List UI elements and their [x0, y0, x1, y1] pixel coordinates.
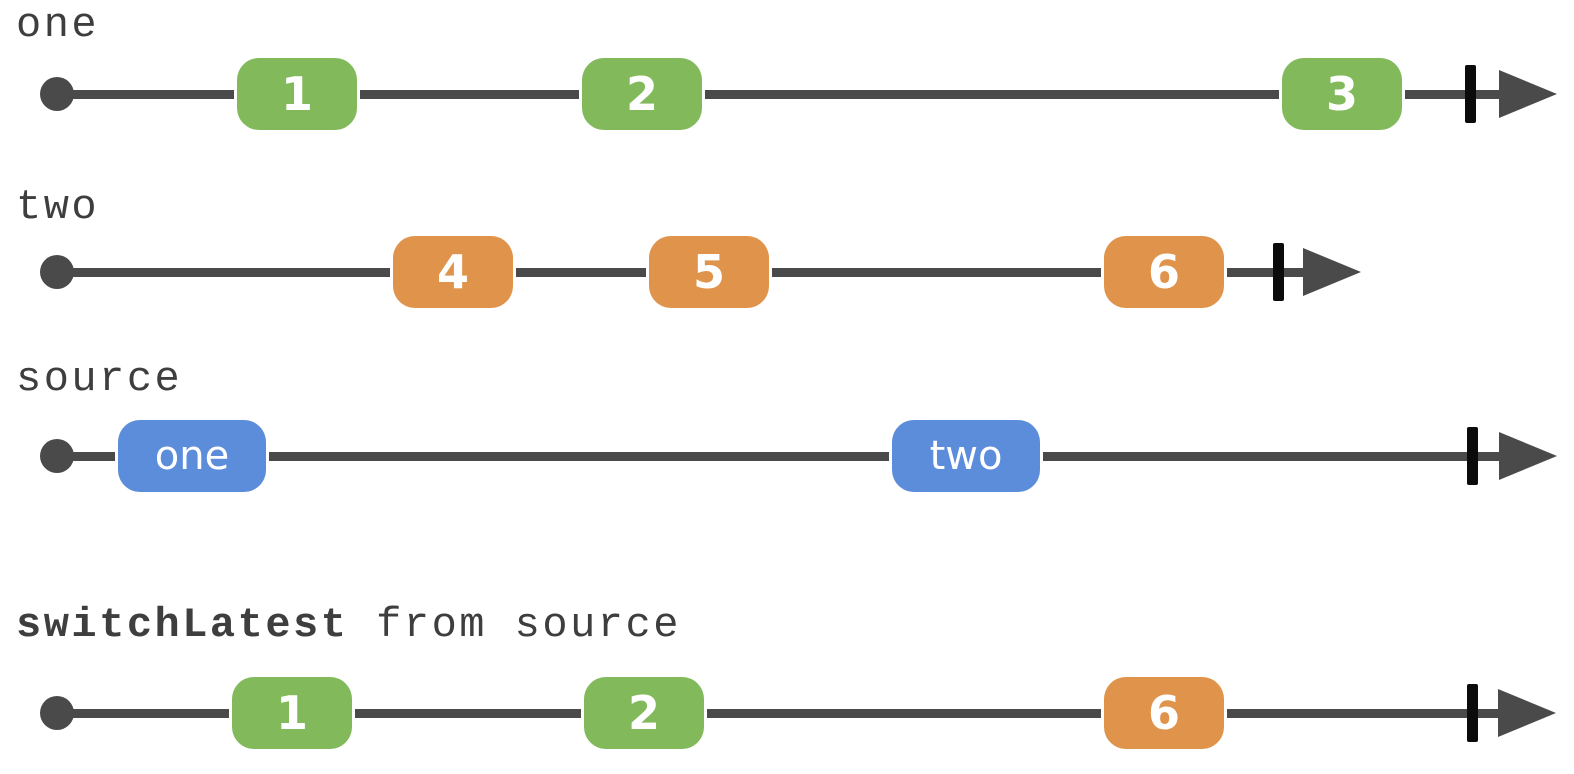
marble-label: 2: [625, 67, 658, 121]
completion-bar-icon: [1467, 427, 1478, 485]
marble-4[interactable]: 4: [393, 236, 513, 308]
marble-label: 6: [1147, 686, 1180, 740]
arrowhead-icon: [1303, 248, 1361, 296]
completion-bar-icon: [1465, 65, 1476, 123]
marble-label: 1: [275, 686, 308, 740]
stream-label-text: two: [16, 183, 100, 231]
marble-label: two: [929, 433, 1003, 479]
stream-label-text: one: [16, 1, 100, 49]
marble-3[interactable]: 3: [1282, 58, 1402, 130]
marble-label: 2: [627, 686, 660, 740]
stream-label-operator: switchLatest: [16, 601, 349, 649]
marble-2[interactable]: 2: [582, 58, 702, 130]
marble-label: 1: [280, 67, 313, 121]
stream-label-switchLatest-output: switchLatest from source: [16, 602, 681, 648]
start-dot-icon: [40, 696, 74, 730]
timeline-line: [57, 90, 1505, 99]
stream-label-source: source: [16, 356, 182, 402]
timeline-line: [57, 452, 1508, 461]
stream-label-one: one: [16, 2, 99, 48]
stream-label-text: source: [16, 355, 183, 403]
stream-label-text: from source: [348, 601, 681, 649]
marble-6: 6: [1104, 677, 1224, 749]
marble-label: 5: [692, 245, 725, 299]
marble-5[interactable]: 5: [649, 236, 769, 308]
marble-one[interactable]: one: [118, 420, 266, 492]
start-dot-icon: [40, 77, 74, 111]
timeline-line: [57, 709, 1505, 718]
arrowhead-icon: [1498, 689, 1556, 737]
start-dot-icon: [40, 255, 74, 289]
marble-label: 4: [436, 245, 469, 299]
marble-label: one: [154, 433, 230, 479]
arrowhead-icon: [1499, 70, 1557, 118]
marble-2: 2: [584, 677, 704, 749]
arrowhead-icon: [1499, 432, 1557, 480]
marble-two[interactable]: two: [892, 420, 1040, 492]
marble-label: 3: [1325, 67, 1358, 121]
marble-6[interactable]: 6: [1104, 236, 1224, 308]
completion-bar-icon: [1467, 684, 1478, 742]
start-dot-icon: [40, 439, 74, 473]
marble-1: 1: [232, 677, 352, 749]
marble-1[interactable]: 1: [237, 58, 357, 130]
marble-label: 6: [1147, 245, 1180, 299]
stream-label-two: two: [16, 184, 99, 230]
completion-bar-icon: [1273, 243, 1284, 301]
